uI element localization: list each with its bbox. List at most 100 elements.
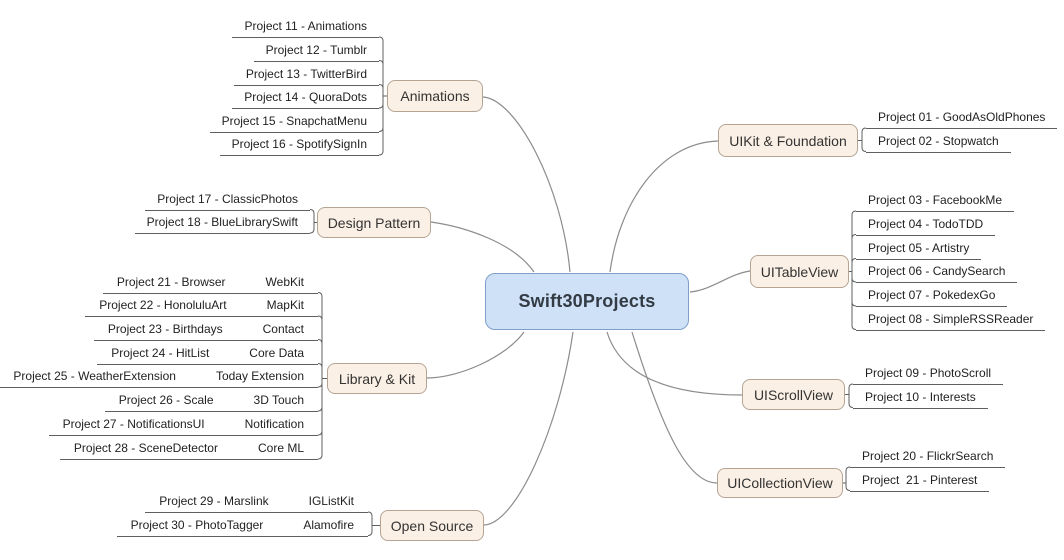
leaf-project-16[interactable]: Project 16 - SpotifySignIn — [219, 134, 379, 156]
leaf-note: 3D Touch — [253, 393, 304, 407]
branch-label: Open Source — [390, 517, 474, 534]
leaf-project-03[interactable]: Project 03 - FacebookMe — [856, 190, 1015, 212]
leaf-project-06[interactable]: Project 06 - CandySearch — [856, 261, 1018, 283]
leaf-project-02[interactable]: Project 02 - Stopwatch — [866, 131, 1011, 153]
curve-design-pattern — [430, 221, 535, 273]
leaf-project-01[interactable]: Project 01 - GoodAsOldPhones — [866, 107, 1058, 129]
leaf-label: Project 20 - FlickrSearch — [862, 449, 994, 463]
leaf-label: Project 07 - PokedexGo — [868, 288, 996, 302]
leaf-project-20[interactable]: Project 20 - FlickrSearch — [850, 446, 1006, 468]
leaf-project-15[interactable]: Project 15 - SnapchatMenu — [209, 111, 379, 133]
leaf-note: MapKit — [266, 298, 304, 312]
leaf-label: Project 01 - GoodAsOldPhones — [878, 110, 1046, 124]
bracket-open-source — [367, 511, 381, 536]
leaf-label: Project 22 - HonoluluArt — [99, 298, 227, 312]
leaf-label: Project 03 - FacebookMe — [868, 193, 1003, 207]
leaf-label: Project 10 - Interests — [865, 389, 976, 404]
central-topic[interactable]: Swift30Projects — [485, 273, 689, 330]
leaf-project-05[interactable]: Project 05 - Artistry — [856, 238, 982, 260]
leaf-label: Project 05 - Artistry — [868, 240, 970, 255]
leaf-label: Project 26 - Scale — [118, 393, 214, 407]
leaf-label: Project 18 - BlueLibrarySwift — [146, 215, 298, 229]
branch-label: Design Pattern — [327, 214, 421, 231]
leaf-note: IGListKit — [308, 494, 354, 508]
branch-design-pattern[interactable]: Design Pattern — [317, 207, 431, 238]
leaf-label: Project 21 - Pinterest — [862, 472, 978, 487]
central-topic-label: Swift30Projects — [518, 291, 656, 311]
curve-uiscrollview — [606, 331, 743, 396]
branch-label: Library & Kit — [338, 370, 416, 387]
branch-label: UICollectionView — [727, 475, 833, 491]
leaf-note: Contact — [262, 321, 304, 336]
leaf-note: Alamofire — [303, 517, 354, 532]
leaf-label: Project 12 - Tumblr — [265, 42, 367, 57]
leaf-project-27[interactable]: Project 27 - NotificationsUI Notification — [48, 414, 318, 436]
leaf-project-09[interactable]: Project 09 - PhotoScroll — [853, 363, 1004, 385]
leaf-label: Project 16 - SpotifySignIn — [231, 137, 367, 151]
bracket-uiscrollview — [844, 383, 854, 408]
leaf-project-10[interactable]: Project 10 - Interests — [853, 387, 988, 409]
curve-uicollectionview — [631, 331, 718, 484]
leaf-note: Today Extension — [215, 369, 304, 383]
bracket-uitableview — [848, 210, 857, 330]
leaf-label: Project 28 - SceneDetector — [73, 441, 218, 455]
leaf-project-22[interactable]: Project 22 - HonoluluArt MapKit — [85, 295, 318, 317]
leaf-project-26[interactable]: Project 26 - Scale 3D Touch — [104, 390, 318, 412]
leaf-project-08[interactable]: Project 08 - SimpleRSSReader — [856, 309, 1046, 331]
leaf-project-29[interactable]: Project 29 - Marslink IGListKit — [145, 491, 368, 513]
leaf-label: Project 17 - ClassicPhotos — [157, 191, 298, 206]
leaf-project-25[interactable]: Project 25 - WeatherExtension Today Exten… — [0, 366, 318, 388]
leaf-label: Project 02 - Stopwatch — [878, 133, 999, 148]
bracket-library-kit — [317, 292, 328, 460]
curve-open-source — [483, 331, 574, 526]
branch-uicollectionview[interactable]: UICollectionView — [717, 468, 843, 498]
leaf-label: Project 14 - QuoraDots — [244, 90, 367, 104]
leaf-project-21-pinterest[interactable]: Project 21 - Pinterest — [850, 470, 990, 492]
leaf-project-17[interactable]: Project 17 - ClassicPhotos — [145, 189, 310, 211]
curve-animations — [482, 96, 571, 273]
leaf-project-13[interactable]: Project 13 - TwitterBird — [233, 64, 379, 86]
leaf-note: Notification — [244, 417, 304, 431]
bracket-uikit-foundation — [857, 127, 867, 152]
branch-open-source[interactable]: Open Source — [380, 510, 484, 541]
leaf-label: Project 09 - PhotoScroll — [865, 366, 992, 380]
branch-uikit-foundation[interactable]: UIKit & Foundation — [718, 124, 858, 157]
leaf-label: Project 15 - SnapchatMenu — [221, 113, 367, 128]
leaf-label: Project 11 - Animations — [244, 19, 367, 33]
leaf-label: Project 30 - PhotoTagger — [130, 517, 264, 532]
leaf-project-14[interactable]: Project 14 - QuoraDots — [232, 87, 379, 109]
leaf-label: Project 06 - CandySearch — [868, 264, 1006, 278]
branch-uitableview[interactable]: UITableView — [750, 255, 849, 288]
branch-label: UIKit & Foundation — [729, 132, 847, 149]
bracket-uicollectionview — [842, 466, 851, 491]
curve-uikit-foundation — [609, 140, 719, 273]
leaf-note: Core Data — [249, 345, 304, 360]
branch-library-kit[interactable]: Library & Kit — [327, 363, 427, 394]
leaf-label: Project 25 - WeatherExtension — [13, 369, 176, 383]
curve-uitableview — [689, 270, 751, 293]
branch-animations[interactable]: Animations — [387, 80, 483, 112]
leaf-note: WebKit — [265, 274, 304, 289]
leaf-project-30[interactable]: Project 30 - PhotoTagger Alamofire — [116, 515, 368, 537]
leaf-project-07[interactable]: Project 07 - PokedexGo — [856, 285, 1008, 307]
leaf-label: Project 13 - TwitterBird — [245, 66, 367, 81]
leaf-project-24[interactable]: Project 24 - HitList Core Data — [97, 343, 318, 365]
leaf-project-21-browser[interactable]: Project 21 - Browser WebKit — [102, 272, 318, 294]
leaf-project-04[interactable]: Project 04 - TodoTDD — [856, 214, 996, 236]
leaf-label: Project 21 - Browser — [116, 274, 226, 289]
bracket-animations — [378, 36, 388, 156]
leaf-label: Project 08 - SimpleRSSReader — [868, 311, 1034, 326]
leaf-label: Project 27 - NotificationsUI — [62, 417, 205, 431]
branch-label: UIScrollView — [753, 386, 834, 403]
leaf-label: Project 24 - HitList — [111, 345, 210, 360]
leaf-project-11[interactable]: Project 11 - Animations — [232, 16, 379, 38]
branch-uiscrollview[interactable]: UIScrollView — [742, 379, 845, 410]
leaf-project-18[interactable]: Project 18 - BlueLibrarySwift — [134, 212, 310, 234]
leaf-label: Project 29 - Marslink — [159, 494, 269, 508]
leaf-project-12[interactable]: Project 12 - Tumblr — [253, 40, 379, 62]
curve-library-kit — [426, 331, 525, 379]
branch-label: UITableView — [760, 263, 839, 280]
